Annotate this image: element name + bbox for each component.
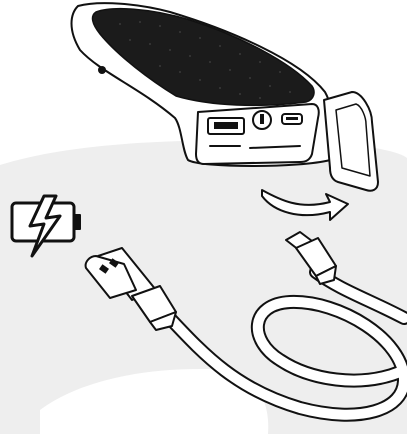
battery-charging-icon bbox=[10, 194, 81, 258]
card-slot-inner bbox=[214, 122, 238, 129]
background-cutout bbox=[40, 369, 269, 434]
power-button-mark bbox=[260, 114, 264, 124]
device bbox=[70, 2, 379, 192]
cable-coil-inner bbox=[159, 296, 407, 420]
port-cover-flap-inner bbox=[335, 103, 371, 177]
usb-a-connector bbox=[84, 247, 177, 331]
device-top-pad bbox=[91, 8, 315, 107]
micro-usb-connector bbox=[285, 231, 337, 285]
side-hole bbox=[98, 66, 106, 74]
vent-line bbox=[249, 145, 301, 149]
device-texture bbox=[119, 21, 291, 99]
curved-arrow-icon bbox=[261, 189, 349, 221]
usb-port-inner bbox=[286, 117, 298, 120]
